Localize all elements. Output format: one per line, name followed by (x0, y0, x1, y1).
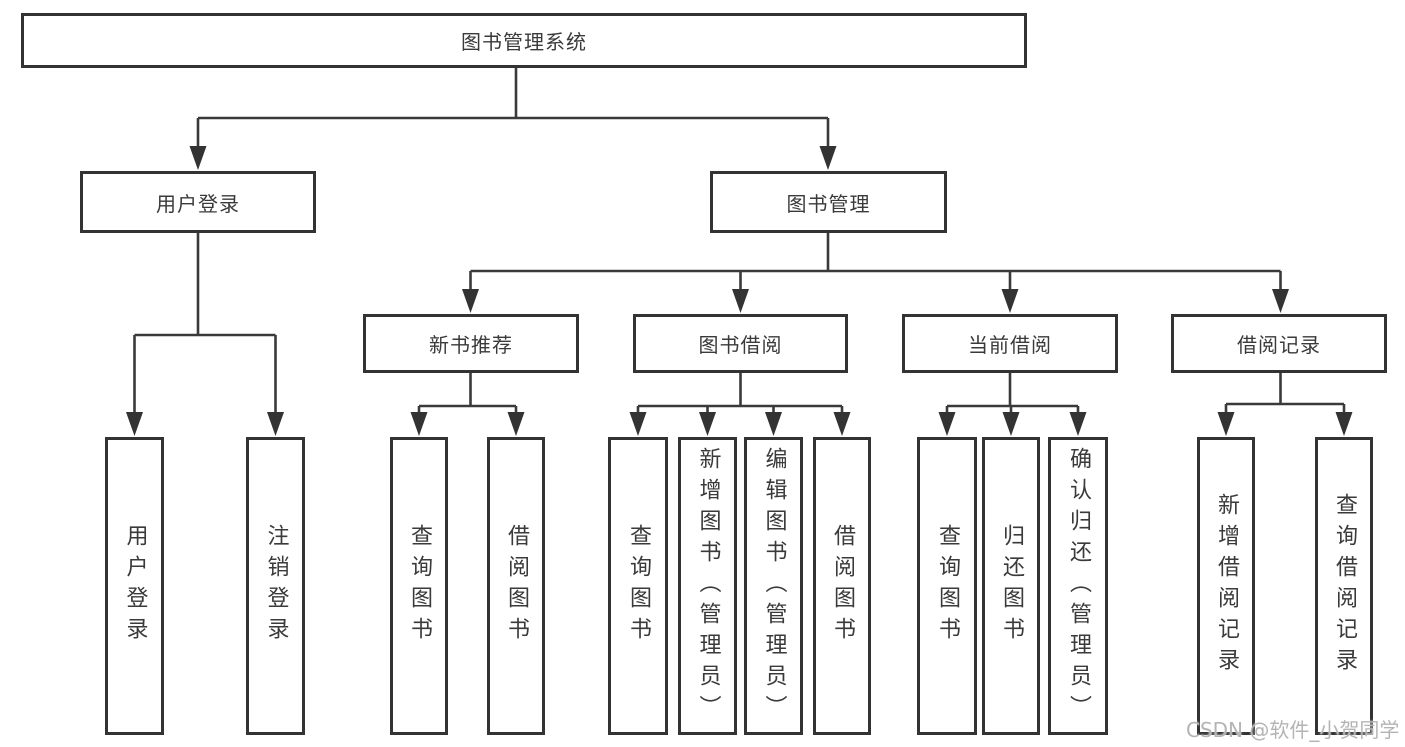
node-root: 图书管理系统 (21, 13, 1027, 68)
leaf-return-book-label: 归还图书 (999, 524, 1024, 648)
connector-root-to-level2 (196, 68, 830, 147)
connector-recommend-to-leaves (417, 373, 518, 413)
leaf-user-login-label: 用户登录 (122, 524, 148, 648)
leaf-add-book-admin-label: 新增图书（管理员） (695, 446, 721, 726)
leaf-borrow-books: 借阅图书 (813, 437, 871, 735)
leaf-edit-book-admin-label: 编辑图书（管理员） (761, 446, 787, 726)
leaf-query-books-borrow: 查询图书 (608, 437, 668, 735)
leaf-edit-book-admin: 编辑图书（管理员） (744, 437, 803, 735)
leaf-query-borrow-record: 查询借阅记录 (1315, 437, 1373, 735)
arrow-down-icon (1335, 412, 1353, 436)
leaf-query-books-borrow-label: 查询图书 (626, 524, 651, 648)
leaf-add-borrow-record-label: 新增借阅记录 (1214, 493, 1239, 679)
arrow-down-icon (938, 412, 956, 436)
arrow-down-icon (126, 412, 143, 436)
leaf-borrow-books-label: 借阅图书 (830, 524, 855, 648)
node-current-borrow-label: 当前借阅 (968, 333, 1052, 357)
leaf-logout: 注销登录 (246, 437, 305, 735)
leaf-user-login: 用户登录 (105, 437, 164, 735)
arrow-down-icon (462, 289, 479, 313)
node-user-login-label: 用户登录 (156, 191, 240, 216)
leaf-query-books-recommend-label: 查询图书 (407, 524, 432, 648)
arrow-down-icon (765, 412, 782, 436)
connector-records-to-leaves (1224, 373, 1346, 413)
node-root-label: 图书管理系统 (461, 30, 587, 54)
arrow-down-icons (126, 146, 1353, 436)
node-user-login: 用户登录 (80, 171, 316, 233)
arrow-down-icon (732, 289, 749, 313)
arrow-down-icon (819, 146, 837, 170)
node-book-borrow-label: 图书借阅 (698, 333, 783, 357)
arrow-down-icon (267, 412, 284, 436)
leaf-query-books-current-label: 查询图书 (935, 524, 960, 648)
leaf-add-borrow-record: 新增借阅记录 (1197, 437, 1255, 735)
arrow-down-icon (833, 412, 851, 436)
node-book-management: 图书管理 (710, 171, 947, 233)
arrow-down-icon (1217, 412, 1235, 436)
arrow-down-icon (1001, 289, 1019, 313)
connector-user-login-to-leaves (133, 233, 277, 413)
csdn-watermark: CSDN @软件_小贺同学 (1186, 718, 1400, 742)
leaf-confirm-return-admin-label: 确认归还（管理员） (1066, 446, 1091, 726)
leaf-return-book: 归还图书 (982, 437, 1040, 735)
node-book-management-label: 图书管理 (786, 191, 871, 216)
node-borrow-records-label: 借阅记录 (1237, 333, 1321, 357)
leaf-add-book-admin: 新增图书（管理员） (678, 437, 737, 735)
node-borrow-records: 借阅记录 (1171, 314, 1387, 373)
arrow-down-icon (1272, 289, 1289, 313)
connector-book-mgmt-to-level3 (469, 233, 1282, 290)
node-new-book-recommend: 新书推荐 (363, 314, 579, 373)
leaf-logout-label: 注销登录 (263, 524, 289, 648)
leaf-borrow-books-recommend: 借阅图书 (487, 437, 545, 735)
arrow-down-icon (410, 412, 428, 436)
arrow-down-icon (1069, 412, 1087, 436)
leaf-borrow-books-recommend-label: 借阅图书 (504, 524, 529, 648)
node-book-borrow: 图书借阅 (633, 314, 848, 373)
arrow-down-icon (629, 412, 647, 436)
node-current-borrow: 当前借阅 (902, 314, 1118, 373)
leaf-confirm-return-admin: 确认归还（管理员） (1048, 437, 1108, 735)
leaf-query-borrow-record-label: 查询借阅记录 (1332, 493, 1357, 679)
connector-current-to-leaves (945, 373, 1080, 413)
leaf-query-books-recommend: 查询图书 (390, 437, 448, 735)
arrow-down-icon (1002, 412, 1020, 436)
arrow-down-icon (189, 146, 207, 170)
arrow-down-icon (507, 412, 525, 436)
connector-borrow-to-leaves (636, 373, 844, 413)
leaf-query-books-current: 查询图书 (917, 437, 977, 735)
node-new-book-recommend-label: 新书推荐 (429, 333, 513, 357)
arrow-down-icon (699, 412, 716, 436)
